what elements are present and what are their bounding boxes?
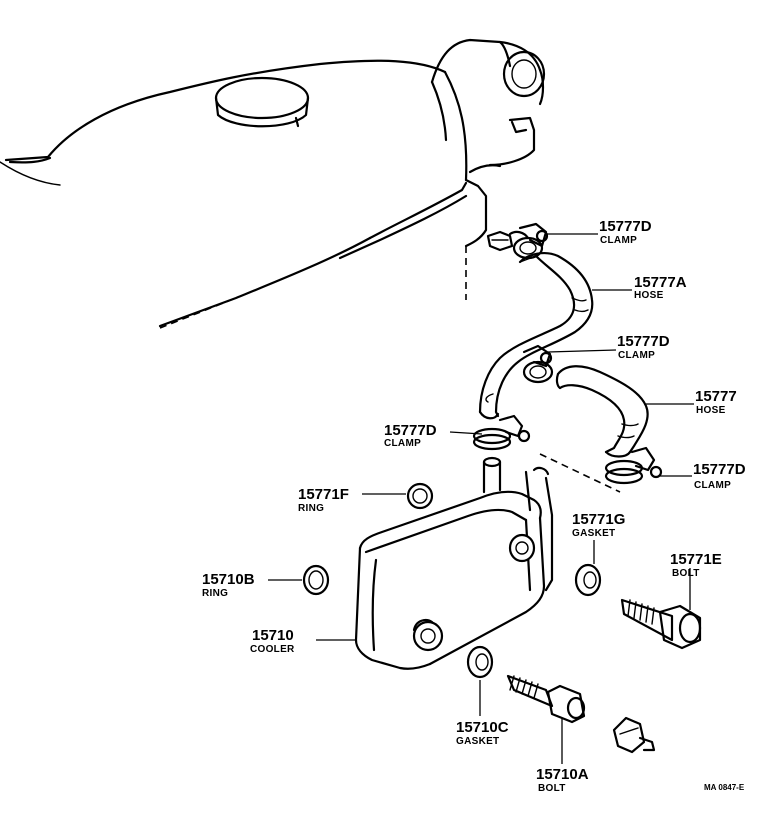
leader-lines (268, 233, 694, 764)
part-name: CLAMP (600, 235, 637, 246)
alignment-dash-right (539, 453, 621, 493)
part-number: 15710B (202, 571, 255, 588)
callout-15710a: 15710A BOLT (536, 766, 589, 794)
engine-housing (0, 38, 546, 329)
part-name: CLAMP (384, 438, 421, 449)
part-number: 15777 (695, 388, 737, 405)
oil-pressure-sender (612, 716, 656, 754)
ring-15710b (302, 564, 330, 596)
part-name: HOSE (696, 405, 726, 416)
bolt-15771e (620, 598, 702, 650)
clamp-middle (522, 344, 554, 384)
part-name: BOLT (538, 783, 566, 794)
hose-15777 (555, 365, 649, 458)
callout-15771e: 15771E BOLT (670, 551, 722, 579)
gasket-15710c (466, 645, 494, 679)
part-name: BOLT (672, 568, 700, 579)
part-name: CLAMP (618, 350, 655, 361)
part-name: RING (202, 588, 228, 599)
reference-code: MA 0847-E (704, 783, 745, 792)
callout-15777: 15777 HOSE (695, 388, 737, 416)
callout-15710: 15710 COOLER (250, 627, 295, 655)
callout-15777a: 15777A HOSE (634, 274, 687, 301)
callout-15710b: 15710B RING (202, 571, 255, 599)
part-number: 15771F (298, 486, 349, 503)
callout-15777d-upper: 15777D CLAMP (599, 218, 652, 246)
part-number: 15777D (693, 461, 746, 478)
part-number: 15777A (634, 274, 687, 291)
clamp-lower-right (604, 446, 663, 485)
callout-15771g: 15771G GASKET (572, 511, 625, 539)
callout-15710c: 15710C GASKET (456, 719, 509, 747)
clamp-upper (512, 222, 549, 260)
part-number: 15777D (384, 422, 437, 439)
part-number: 15710C (456, 719, 509, 736)
top-fitting (486, 230, 530, 252)
part-number: 15777D (599, 218, 652, 235)
oil-cooler-body (354, 456, 554, 670)
part-name: GASKET (572, 528, 615, 539)
gasket-15771g (574, 563, 602, 597)
clamp-lower-left (472, 414, 531, 451)
callout-15771f: 15771F RING (298, 486, 349, 514)
part-name: CLAMP (694, 480, 731, 491)
part-number: 15710A (536, 766, 589, 783)
part-number: 15771G (572, 511, 625, 528)
bolt-15710a (506, 674, 586, 724)
hose-15777a (478, 252, 594, 420)
callout-15777d-middle: 15777D CLAMP (617, 333, 670, 361)
part-name: RING (298, 503, 324, 514)
part-name: GASKET (456, 736, 499, 747)
part-name: HOSE (634, 290, 664, 301)
part-number: 15777D (617, 333, 670, 350)
part-number: 15771E (670, 551, 722, 568)
callout-15777d-lower-right: 15777D CLAMP (693, 461, 746, 491)
callout-15777d-lower-left: 15777D CLAMP (384, 422, 437, 449)
ring-15771f (406, 482, 434, 510)
part-name: COOLER (250, 644, 295, 655)
part-number: 15710 (252, 627, 294, 644)
